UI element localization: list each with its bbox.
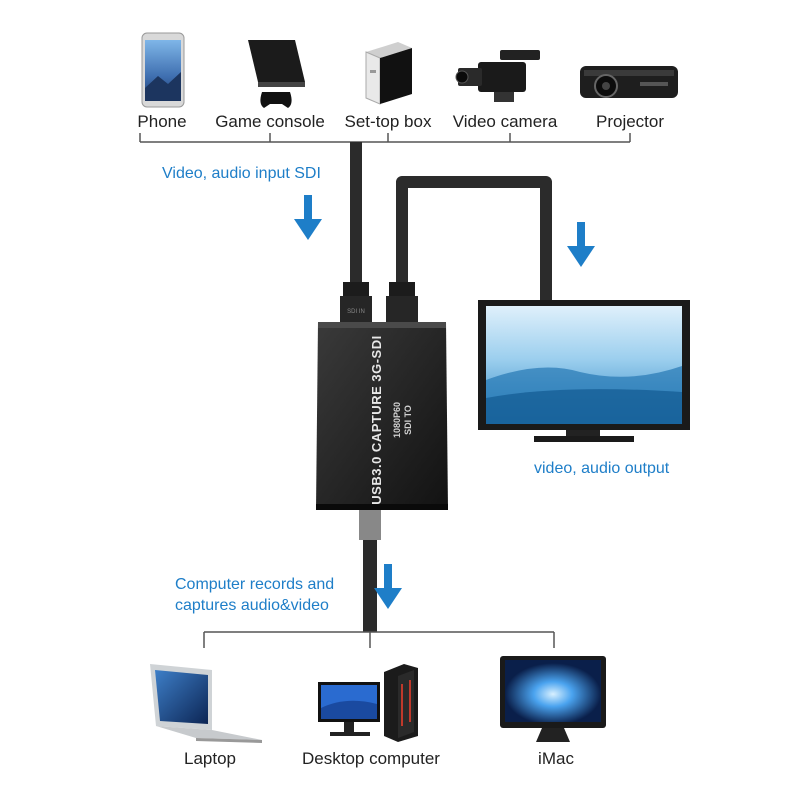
- output-arrow: [567, 222, 595, 267]
- device-label-line-1: USB3.0 CAPTURE 3G-SDI: [369, 335, 384, 505]
- source-label-set-top-box: Set-top box: [344, 112, 432, 131]
- source-label-game-console: Game console: [215, 112, 325, 131]
- device-port-label: SDI IN: [347, 309, 365, 315]
- device-label-lower: 1080P60 SDI TO: [392, 300, 416, 540]
- computer-label-line-2: captures audio&video: [175, 597, 329, 614]
- monitor-icon: [478, 300, 690, 442]
- destination-label-imac: iMac: [538, 749, 574, 768]
- desktop-computer-icon: [318, 664, 418, 742]
- sdi-input-cable: [340, 142, 372, 322]
- phone-icon: [141, 32, 185, 108]
- projector-icon: [580, 66, 678, 98]
- game-console-icon: [248, 40, 305, 108]
- destination-connector-line: [203, 631, 555, 648]
- device-label: USB3.0 CAPTURE 3G-SDI: [369, 300, 394, 540]
- sdi-output-cable: [386, 176, 552, 322]
- imac-icon: [500, 656, 606, 742]
- computer-label-line-1: Computer records and: [175, 576, 335, 593]
- destination-label-laptop: Laptop: [184, 749, 236, 768]
- source-label-phone: Phone: [137, 112, 187, 131]
- source-connector-line: [139, 133, 631, 143]
- output-label: video, audio output: [534, 460, 670, 477]
- source-label-video-camera: Video camera: [452, 112, 558, 131]
- input-arrow: [294, 195, 322, 240]
- usb-output-cable: [359, 510, 381, 632]
- capture-device: [316, 322, 448, 510]
- laptop-icon: [150, 664, 262, 743]
- device-label-line-2: 1080P60: [392, 401, 402, 439]
- device-label-line-3: SDI TO: [403, 405, 413, 435]
- set-top-box-icon: [365, 42, 412, 105]
- video-camera-icon: [455, 50, 540, 102]
- input-label: Video, audio input SDI: [162, 165, 321, 182]
- source-label-projector: Projector: [595, 112, 665, 131]
- computer-arrow: [374, 564, 402, 609]
- destination-label-desktop-computer: Desktop computer: [302, 749, 440, 768]
